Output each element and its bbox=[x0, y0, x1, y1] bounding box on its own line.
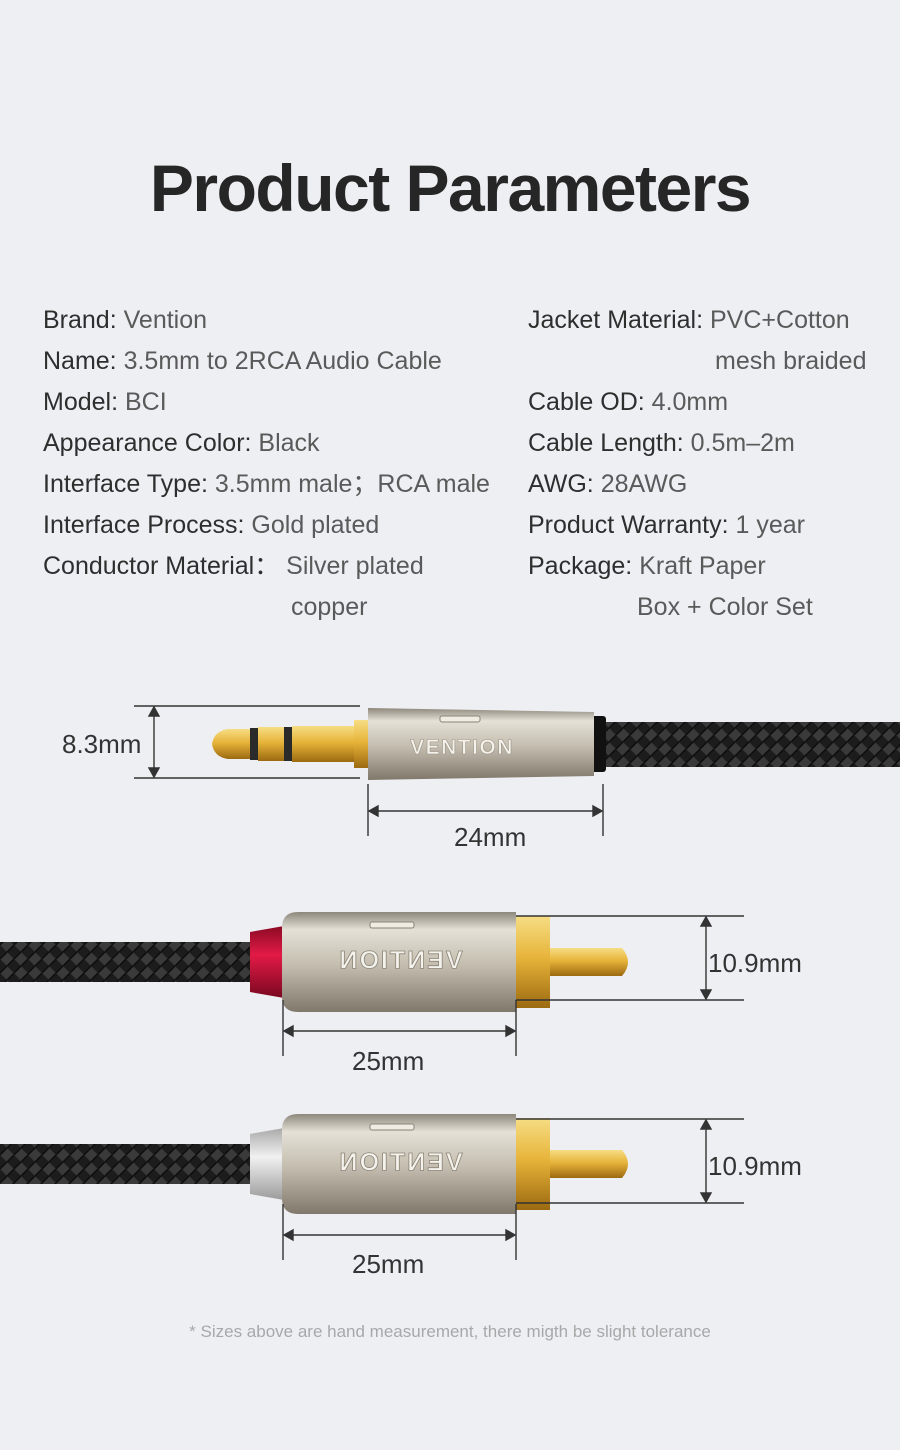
rca-white-connector: VENTION bbox=[0, 1114, 628, 1214]
rca-red-gold-sleeve bbox=[516, 916, 550, 1008]
param-warranty: Product Warranty: 1 year bbox=[528, 511, 805, 539]
jack-ring-1 bbox=[250, 728, 258, 760]
param-jacket-cont: mesh braided bbox=[715, 347, 867, 375]
rca-white-housing-slot bbox=[369, 1123, 415, 1131]
jack-brand-logo: VENTION bbox=[410, 736, 514, 759]
jack-plug-sleeve-1 bbox=[258, 727, 284, 761]
rca-white-brand-logo: VENTION bbox=[337, 1149, 462, 1177]
param-cable-od: Cable OD: 4.0mm bbox=[528, 388, 729, 416]
param-awg: AWG: 28AWG bbox=[528, 470, 688, 498]
jack-ring-2 bbox=[284, 727, 292, 761]
rca-red-connector: VENTION bbox=[0, 912, 628, 1012]
jack-connector: VENTION bbox=[212, 708, 900, 780]
rca-white-housing bbox=[282, 1114, 516, 1214]
rca-red-dimension-lines bbox=[282, 915, 744, 1056]
param-brand: Brand: Vention bbox=[43, 306, 208, 334]
jack-height-arrow-up bbox=[147, 705, 161, 717]
rca-red-ring bbox=[250, 926, 284, 998]
param-conductor-cont: copper bbox=[291, 593, 368, 621]
rca-white-gold-sleeve bbox=[516, 1118, 550, 1210]
rca-red-length-arrow-right bbox=[505, 1024, 517, 1038]
param-interface-process: Interface Process: Gold plated bbox=[43, 511, 380, 539]
jack-housing bbox=[368, 708, 594, 780]
rca-white-ring bbox=[250, 1128, 284, 1200]
right-params: Jacket Material: PVC+Cotton mesh braided… bbox=[528, 300, 888, 628]
jack-housing-slot bbox=[439, 715, 481, 723]
param-model: Model: BCI bbox=[43, 388, 167, 416]
param-cable-length: Cable Length: 0.5m–2m bbox=[528, 429, 795, 457]
jack-height-arrow-down bbox=[147, 767, 161, 779]
jack-height-label: 8.3mm bbox=[62, 729, 141, 759]
rca-red-length-arrow-left bbox=[282, 1024, 294, 1038]
rca-red-gold-pin bbox=[550, 948, 628, 976]
jack-dimension-lines bbox=[134, 705, 604, 836]
rca-red-height-arrow-up bbox=[699, 915, 713, 927]
param-name: Name: 3.5mm to 2RCA Audio Cable bbox=[43, 347, 442, 375]
rca-red-cable bbox=[0, 942, 258, 982]
param-package: Package: Kraft Paper bbox=[528, 552, 766, 580]
rca-white-height-arrow-down bbox=[699, 1192, 713, 1204]
jack-length-label: 24mm bbox=[454, 822, 526, 852]
footnote: * Sizes above are hand measurement, ther… bbox=[189, 1322, 711, 1341]
rca-white-height-arrow-up bbox=[699, 1118, 713, 1130]
rca-white-length-arrow-right bbox=[505, 1228, 517, 1242]
rca-white-length-arrow-left bbox=[282, 1228, 294, 1242]
rca-red-brand-logo: VENTION bbox=[337, 947, 462, 975]
rca-red-length-label: 25mm bbox=[352, 1046, 424, 1076]
jack-plug-tip bbox=[212, 729, 250, 759]
rca-red-housing-slot bbox=[369, 921, 415, 929]
rca-white-cable bbox=[0, 1144, 258, 1184]
jack-length-arrow-left bbox=[367, 804, 379, 818]
rca-white-length-label: 25mm bbox=[352, 1249, 424, 1279]
jack-cable bbox=[600, 722, 900, 767]
param-conductor: Conductor Material： Silver plated bbox=[43, 552, 424, 580]
jack-plug-collar bbox=[354, 720, 368, 768]
jack-plug-sleeve-2 bbox=[292, 726, 354, 762]
rca-red-housing bbox=[282, 912, 516, 1012]
rca-white-height-label: 10.9mm bbox=[708, 1151, 802, 1181]
page-title: Product Parameters bbox=[149, 151, 752, 225]
rca-white-dimension-lines bbox=[282, 1118, 744, 1260]
param-jacket: Jacket Material: PVC+Cotton bbox=[528, 306, 850, 334]
rca-red-height-arrow-down bbox=[699, 989, 713, 1001]
param-interface-type: Interface Type: 3.5mm male；RCA male bbox=[43, 470, 490, 498]
param-color: Appearance Color: Black bbox=[43, 429, 320, 457]
rca-white-gold-pin bbox=[550, 1150, 628, 1178]
left-params: Brand: Vention Name: 3.5mm to 2RCA Audio… bbox=[43, 300, 513, 628]
param-package-cont: Box + Color Set bbox=[637, 593, 813, 621]
jack-length-arrow-right bbox=[592, 804, 604, 818]
rca-red-height-label: 10.9mm bbox=[708, 948, 802, 978]
